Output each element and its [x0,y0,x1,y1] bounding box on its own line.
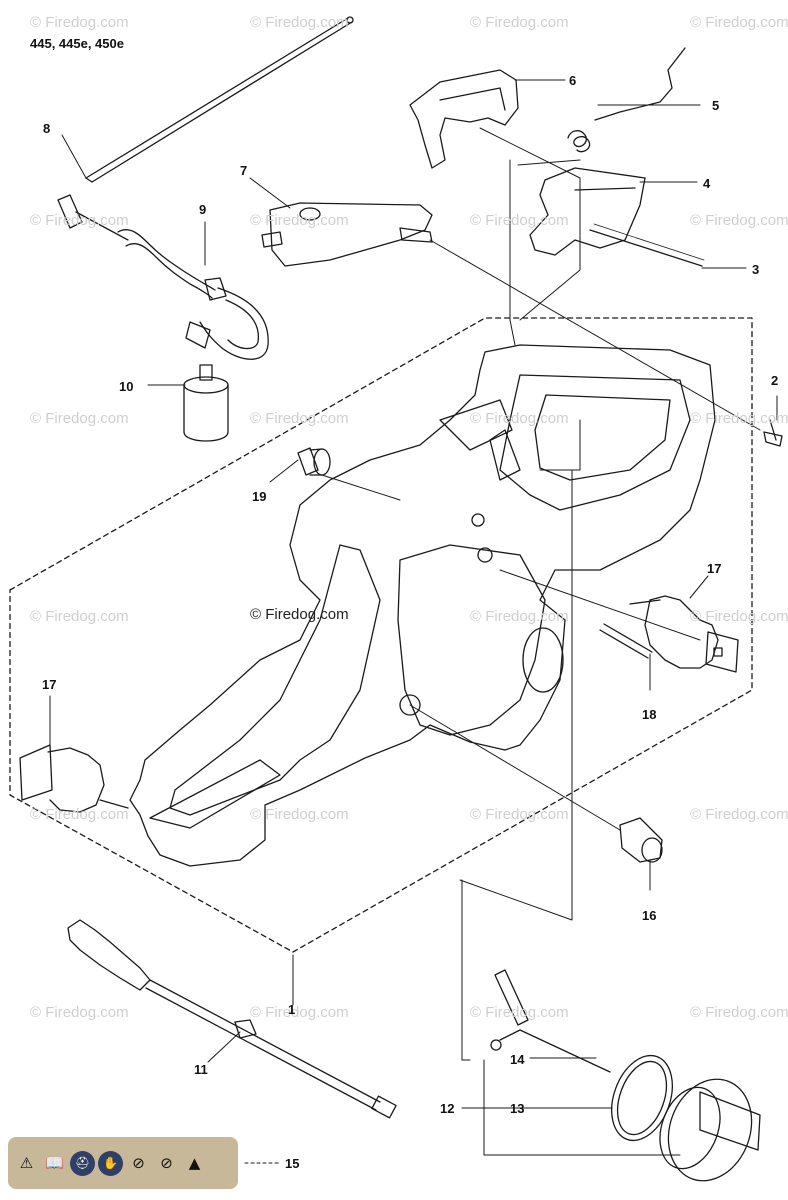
part-8-rod [85,16,354,183]
part-18-pin [603,623,653,653]
callout-6: 6 [569,73,577,88]
part-19-bushing [297,447,331,476]
callout-9: 9 [199,202,207,217]
model-label: 445, 445e, 450e [30,36,124,51]
watermark: © Firedog.com [250,1004,349,1021]
callout-4: 4 [703,176,711,191]
callout-3: 3 [752,262,760,277]
warning-triangle-icon: ⚠ [19,1154,34,1172]
part-11-rod [67,919,397,1119]
part-12-fuel-cap [659,1078,761,1182]
callout-8: 8 [43,121,51,136]
part-14-cap-lever [490,969,611,1073]
part-4-throttle-trigger [529,167,646,256]
leader-lines [49,79,778,1164]
watermark: © Firedog.com [690,1004,788,1021]
callout-10: 10 [119,379,134,394]
callout-19: 19 [252,489,267,504]
callout-5: 5 [712,98,720,113]
watermark: © Firedog.com [30,1004,129,1021]
watermark: © Firedog.com [470,410,569,427]
watermark: © Firedog.com [250,212,349,229]
fire-hazard-icon: ▲ [188,1154,201,1172]
part-13-gasket [611,1054,673,1142]
watermark: © Firedog.com [470,806,569,823]
warning-icons-strip: ⚠ 📖 ⛑ ✋ ⊘ ⊘ ▲ [8,1137,238,1189]
part-5-spring [567,47,686,153]
callout-1: 1 [288,1002,296,1017]
watermark: © Firedog.com [690,608,788,625]
part-7-plate [261,202,433,267]
watermark: © Firedog.com [470,14,569,31]
gloves-icon: ✋ [98,1150,123,1176]
watermark: © Firedog.com [250,806,349,823]
callout-16: 16 [642,908,657,923]
callout-2: 2 [771,373,779,388]
part-17-av-spring-right [629,595,739,673]
callout-7: 7 [240,163,248,178]
callout-17-left: 17 [42,677,57,692]
part-1-handle-body [129,344,716,867]
part-3-pin [589,229,703,267]
part-17-av-spring-left [19,744,129,813]
callout-18: 18 [642,707,657,722]
part-9-throttle-cable [57,194,269,360]
part-2-screw [763,419,783,447]
watermark: © Firedog.com [470,212,569,229]
watermark: © Firedog.com [30,212,129,229]
no-smoking-icon: ⊘ [132,1154,145,1172]
watermark: © Firedog.com [470,1004,569,1021]
watermark: © Firedog.com [470,608,569,625]
watermark: © Firedog.com [690,14,788,31]
helmet-icon: ⛑ [70,1150,95,1176]
assembly-boundary [9,317,753,953]
callout-13: 13 [510,1101,525,1116]
watermark: © Firedog.com [30,608,129,625]
no-kickback-icon: ⊘ [160,1154,173,1172]
part-10-fuel-filter [183,364,229,442]
callout-12: 12 [440,1101,455,1116]
manual-book-icon: 📖 [45,1154,64,1172]
watermark: © Firedog.com [250,14,349,31]
watermark: © Firedog.com [30,14,129,31]
watermark: © Firedog.com [690,410,788,427]
part-16-bushing [619,817,663,863]
callout-15: 15 [285,1156,300,1171]
watermark: © Firedog.com [250,410,349,427]
callout-14: 14 [510,1052,525,1067]
part-6-trigger-cover [409,69,519,169]
watermark: © Firedog.com [30,410,129,427]
callout-17-right: 17 [707,561,722,576]
watermark: © Firedog.com [690,806,788,823]
watermark: © Firedog.com [690,212,788,229]
watermark: © Firedog.com [30,806,129,823]
center-watermark: © Firedog.com [250,606,349,623]
callout-11: 11 [194,1062,208,1077]
